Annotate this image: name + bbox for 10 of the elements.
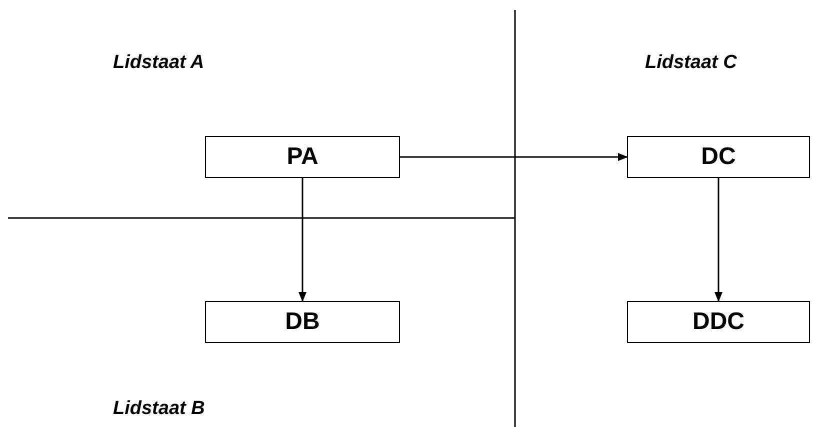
process-box: DB xyxy=(205,301,400,343)
process-box: DC xyxy=(627,136,810,178)
region-label: Lidstaat C xyxy=(645,52,737,74)
process-box: DDC xyxy=(627,301,810,343)
region-label: Lidstaat B xyxy=(113,398,205,420)
process-box: PA xyxy=(205,136,400,178)
region-label: Lidstaat A xyxy=(113,52,204,74)
arrow xyxy=(714,178,722,302)
arrow xyxy=(400,153,628,161)
arrow xyxy=(298,178,306,302)
